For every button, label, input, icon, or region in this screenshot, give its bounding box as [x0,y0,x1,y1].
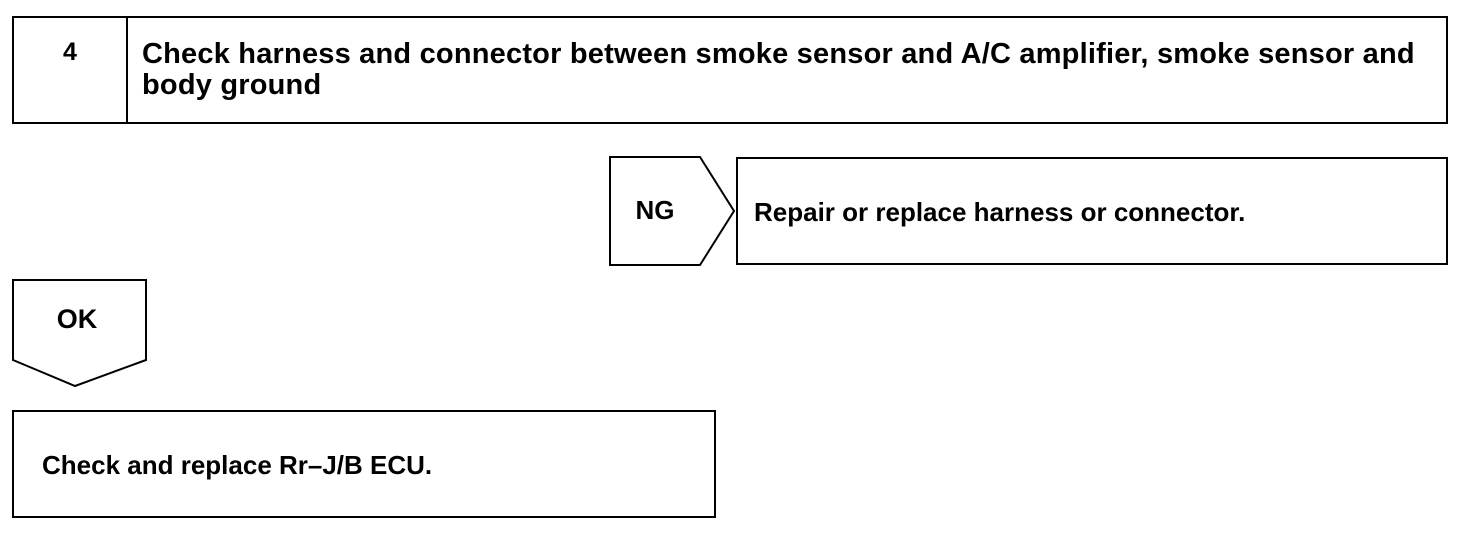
ok-action-text: Check and replace Rr–J/B ECU. [42,450,433,480]
ng-arrow-shape [609,156,736,266]
ok-action-box: Check and replace Rr–J/B ECU. [12,410,716,518]
ng-label: NG [635,195,675,225]
ok-arrow-shape [12,279,147,388]
ng-action-text: Repair or replace harness or connector. [754,197,1246,227]
step-number: 4 [14,18,128,122]
step-title: Check harness and connector between smok… [142,38,1415,101]
ok-label: OK [56,304,98,334]
step-header-box: 4 Check harness and connector between sm… [12,16,1448,124]
ng-action-box: Repair or replace harness or connector. [736,157,1448,265]
